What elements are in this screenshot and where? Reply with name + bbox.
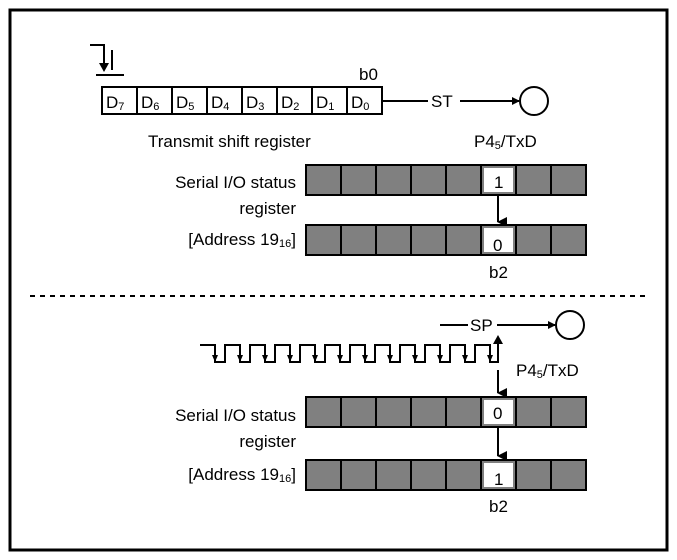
- txd-pin-top: [519, 86, 549, 116]
- txd-pin-label-bottom: P45/TxD: [516, 361, 579, 381]
- bit-label-top: b2: [489, 263, 508, 282]
- bit-d0: D0: [351, 93, 369, 113]
- bit-d6: D6: [141, 93, 159, 113]
- outer-frame: [8, 8, 669, 552]
- bit-b2-before-bottom: 0: [493, 404, 502, 423]
- bit-d5: D5: [176, 93, 194, 113]
- bit-d4: D4: [211, 93, 229, 113]
- bit-b2-after-bottom: 1: [494, 470, 503, 489]
- status-label-bottom-line1: Serial I/O status: [175, 406, 296, 425]
- bit-d2: D2: [281, 93, 299, 113]
- address-label-top: [Address 1916]: [188, 230, 296, 250]
- txd-pin-label-top: P45/TxD: [474, 132, 537, 152]
- transmit-shift-register-caption: Transmit shift register: [148, 132, 311, 151]
- address-label-bottom: [Address 1916]: [188, 465, 296, 485]
- sp-label: SP: [470, 316, 493, 335]
- status-register-after-bottom: 1: [305, 459, 587, 491]
- status-label-top-line1: Serial I/O status: [175, 173, 296, 192]
- bit-d7: D7: [106, 93, 124, 113]
- bit-b2-after-top: 0: [493, 236, 502, 255]
- status-label-top-line2: register: [239, 199, 296, 218]
- status-register-before-bottom: 0: [305, 396, 587, 428]
- transmit-shift-register: D7 D6 D5 D4 D3 D2 D1 D0: [101, 86, 383, 115]
- bit-b2-before-top: 1: [494, 173, 503, 192]
- bit-d1: D1: [316, 93, 334, 113]
- shift-clock-waveform: [200, 335, 503, 363]
- shift-clock-symbol: [90, 44, 124, 76]
- status-label-bottom-line2: register: [239, 432, 296, 451]
- status-register-after-top: 0: [305, 224, 587, 256]
- status-register-before-top: 1: [305, 164, 587, 196]
- txd-pin-bottom: [555, 310, 585, 340]
- bit-label-bottom: b2: [489, 497, 508, 516]
- b0-label: b0: [359, 65, 378, 84]
- st-label: ST: [431, 92, 453, 111]
- bit-d3: D3: [246, 93, 264, 113]
